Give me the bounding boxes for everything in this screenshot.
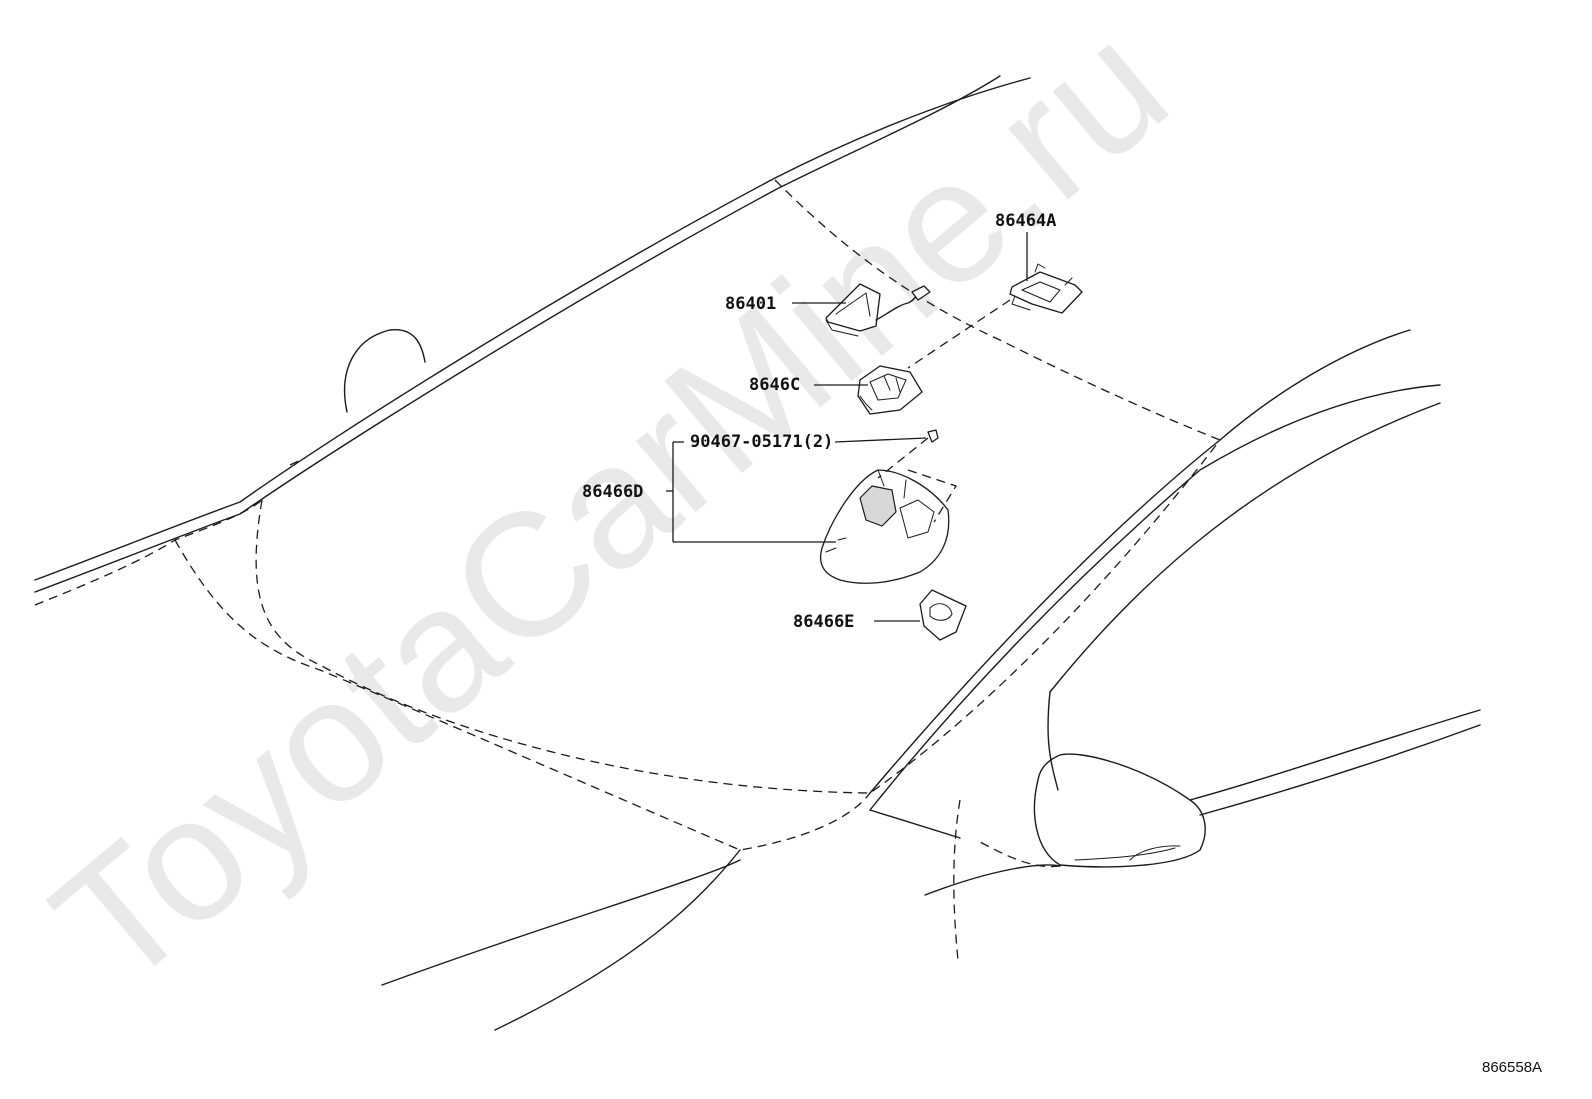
door-and-side-mirror xyxy=(381,709,1481,1031)
callout-90467-05171: 90467-05171(2) xyxy=(690,432,833,452)
part-86466e-cover xyxy=(919,589,967,641)
callout-8646c: 8646C xyxy=(749,375,800,395)
assembly-lines xyxy=(877,299,1011,523)
part-86464a-bracket xyxy=(1009,263,1083,314)
leader-lines xyxy=(666,232,1028,622)
part-86401-sensor xyxy=(825,283,931,337)
callout-86464a: 86464A xyxy=(995,211,1056,231)
part-90467-clip xyxy=(927,429,939,443)
watermark: ToyotaCarMine.ru xyxy=(19,0,1202,1024)
diagram-reference-code: 866558A xyxy=(1482,1059,1542,1076)
part-8646c-housing xyxy=(857,365,923,415)
a-pillar-right xyxy=(869,329,1441,839)
callout-86401: 86401 xyxy=(725,294,776,314)
part-86466d-cover xyxy=(819,469,950,584)
callout-86466e: 86466E xyxy=(793,612,854,632)
windshield-frame xyxy=(34,75,1221,851)
callout-86466d: 86466D xyxy=(582,482,643,502)
rearview-mirror-outline xyxy=(289,329,426,466)
